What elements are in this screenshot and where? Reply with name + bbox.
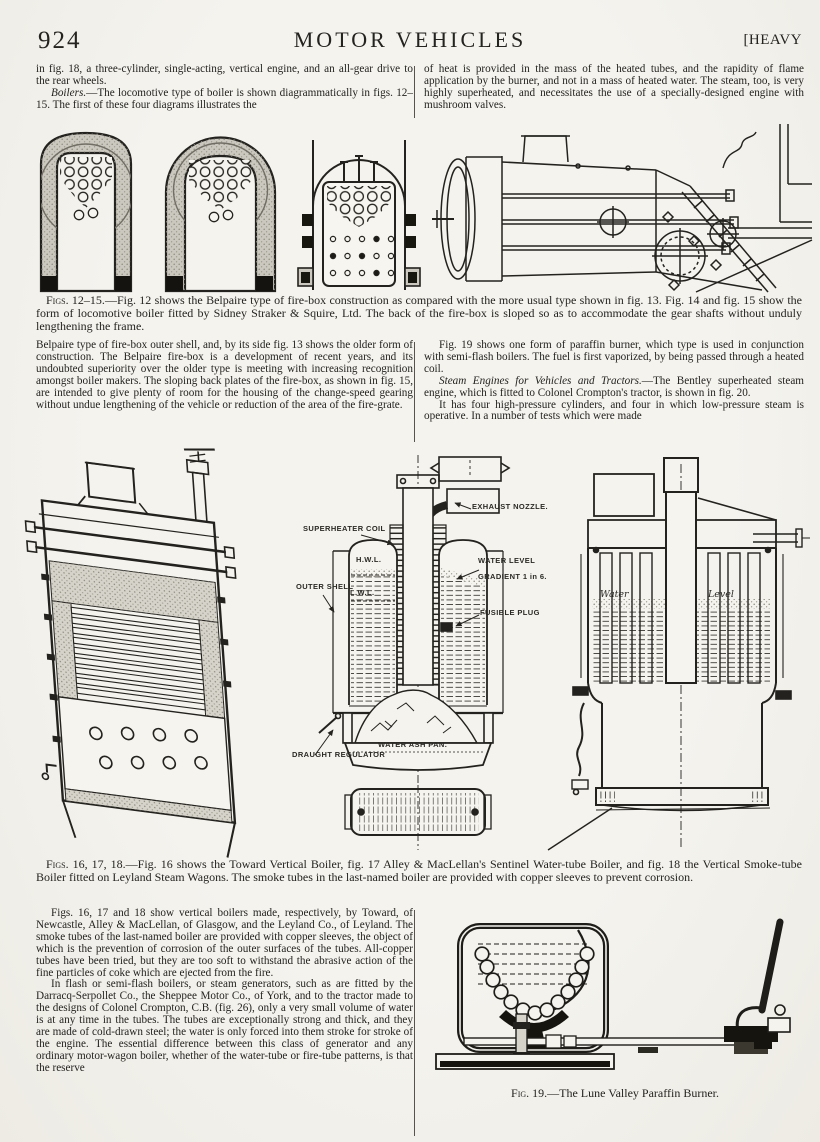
label-lwl: L.W.L. — [350, 588, 375, 597]
caption-fig-19: Fig. 19.—The Lune Valley Paraffin Burner… — [511, 1086, 719, 1100]
top-right-column: of heat is provided in the mass of the h… — [424, 63, 804, 112]
column-rule — [414, 342, 415, 442]
figure-16-toward-vertical-boiler — [24, 448, 237, 858]
paragraph: Figs. 16, 17 and 18 show vertical boiler… — [36, 907, 413, 979]
mid-left-column: Belpaire type of fire-box outer shell, a… — [36, 339, 413, 411]
pump-lever — [758, 918, 784, 1014]
callout-arrows — [314, 502, 480, 756]
central-uptake — [665, 491, 697, 684]
mid-right-column: Fig. 19 shows one form of paraffin burne… — [424, 339, 804, 423]
paragraph: Fig. 19 shows one form of paraffin burne… — [424, 339, 804, 375]
column-rule — [414, 910, 415, 1136]
safety-valve — [191, 471, 208, 523]
smoke-tubes — [599, 552, 761, 684]
figure-15-straker-squire-boiler-side — [432, 124, 813, 293]
label-gradient: GRADIENT 1 in 6. — [478, 572, 547, 581]
label-draught-regulator: DRAUGHT REGULATOR — [292, 750, 386, 759]
coil-tube-chain — [474, 946, 595, 1021]
shell — [587, 548, 777, 683]
outer-shell — [332, 551, 504, 713]
tube-plate — [327, 186, 391, 227]
paragraph: In flash or semi-flash boilers, or steam… — [36, 978, 413, 1074]
figure-12-belpaire-firebox — [39, 131, 133, 293]
paragraph: It has four high-pressure cylinders, and… — [424, 398, 804, 423]
fusible-plug — [440, 622, 453, 632]
tube-plate — [60, 157, 112, 208]
label-fusible-plug: FUSIBLE PLUG — [480, 608, 540, 617]
label-hwl: H.W.L. — [356, 555, 382, 564]
label-water-level: WATER LEVEL — [478, 556, 536, 565]
caption-figs-12-15: Figs. 12–15.—Fig. 12 shows the Belpaire … — [36, 293, 802, 334]
tube-stack — [70, 606, 206, 711]
figure-13-round-firebox — [164, 136, 277, 293]
running-head-section: [HEAVY — [743, 32, 802, 48]
label-exhaust-nozzle: EXHAUST NOZZLE. — [472, 502, 549, 511]
page-title: MOTOR VEHICLES — [293, 27, 527, 52]
figure-19-lune-valley-paraffin-burner — [435, 918, 791, 1070]
paragraph: Belpaire type of fire-box outer shell, a… — [36, 339, 413, 411]
steam-outlet-pipe — [753, 533, 798, 543]
exhaust-nozzle — [438, 456, 502, 482]
column-rule — [414, 66, 415, 118]
tube-plate — [189, 160, 252, 210]
figure-14-boiler-front-view — [297, 140, 421, 290]
paragraph-lead-italic: Steam Engines for Vehicles and Tractors. — [439, 374, 642, 387]
gauge-pipe — [576, 702, 585, 777]
bottom-left-column: Figs. 16, 17 and 18 show vertical boiler… — [36, 907, 413, 1075]
figure-17-sentinel-water-tube-boiler — [314, 455, 511, 850]
label-outer-shell: OUTER SHELL — [296, 582, 354, 591]
label-water-ash-pan: WATER ASH PAN. — [378, 740, 448, 749]
paragraph: Boilers.—The locomotive type of boiler i… — [36, 86, 413, 111]
paragraph: Steam Engines for Vehicles and Tractors.… — [424, 374, 804, 399]
paragraph: in fig. 18, a three-cylinder, single-act… — [36, 63, 413, 87]
label-level: Level — [708, 589, 734, 600]
fuel-pipe — [463, 1037, 761, 1046]
water-ash-pan — [343, 742, 493, 771]
figure-18-leyland-smoke-tube-boiler — [547, 457, 810, 851]
page-number: 924 — [38, 27, 82, 54]
paragraph-lead-italic: Boilers. — [51, 86, 87, 99]
firebox — [601, 703, 763, 788]
top-left-column: in fig. 18, a three-cylinder, single-act… — [36, 63, 413, 112]
central-column — [402, 487, 434, 686]
draught-regulator-lever — [318, 716, 338, 734]
caption-figs-16-18: Figs. 16, 17, 18.—Fig. 16 shows the Towa… — [36, 857, 802, 885]
label-water: Water — [600, 589, 629, 600]
paragraph: of heat is provided in the mass of the h… — [424, 63, 804, 111]
label-superheater-coil: SUPERHEATER COIL — [303, 524, 386, 533]
